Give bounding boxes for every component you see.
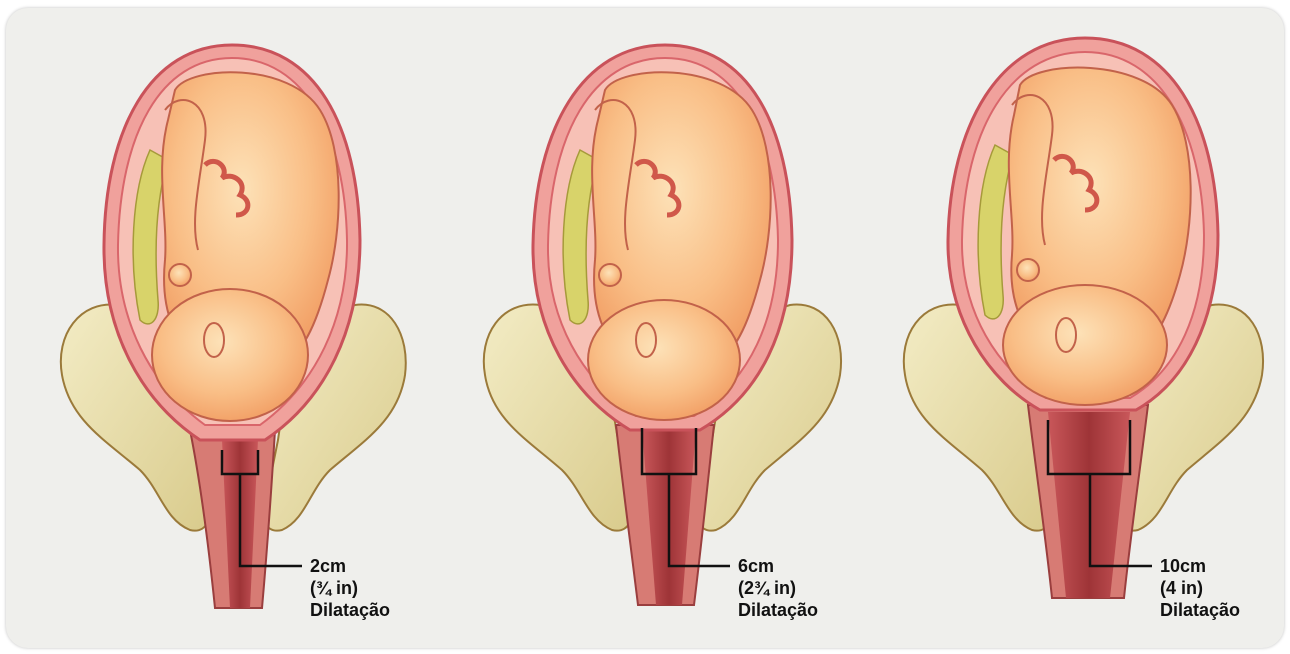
dilation-label-3: 10cm (4 in) Dilatação — [1160, 555, 1240, 621]
dilation-size-imperial: (¾ in) — [310, 577, 390, 599]
dilation-size-imperial: (4 in) — [1160, 577, 1240, 599]
dilation-size: 6cm — [738, 555, 818, 577]
dilation-size: 10cm — [1160, 555, 1240, 577]
fetus — [1003, 68, 1191, 405]
stage-1-illustration — [61, 45, 406, 608]
dilation-caption: Dilatação — [1160, 599, 1240, 621]
dilation-size-imperial: (2¾ in) — [738, 577, 818, 599]
dilation-caption: Dilatação — [310, 599, 390, 621]
dilation-size: 2cm — [310, 555, 390, 577]
dilation-label-1: 2cm (¾ in) Dilatação — [310, 555, 390, 621]
stage-3-illustration — [904, 38, 1263, 598]
dilation-label-2: 6cm (2¾ in) Dilatação — [738, 555, 818, 621]
dilation-caption: Dilatação — [738, 599, 818, 621]
stage-2-illustration — [484, 45, 841, 605]
